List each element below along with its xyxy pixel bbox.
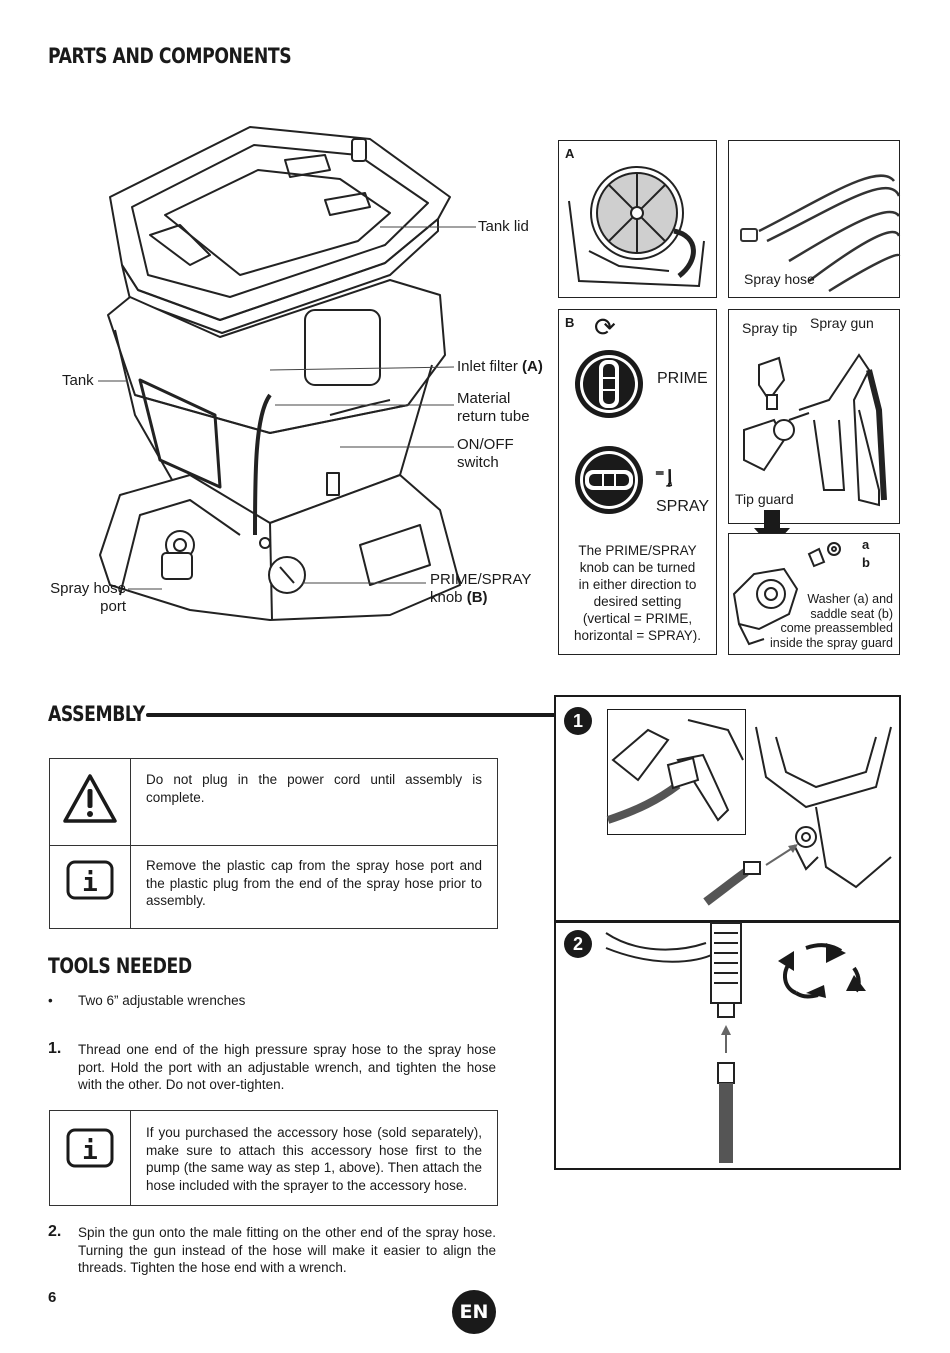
step-illustrations-box: 1 2 <box>554 695 901 1170</box>
label-onoff-switch: ON/OFF switch <box>457 436 514 471</box>
assembly-title: ASSEMBLY <box>48 702 145 726</box>
label-spray-hose: Spray hose <box>744 271 815 287</box>
notice-table: Do not plug in the power cord until asse… <box>49 758 498 929</box>
step1-inset <box>606 709 746 835</box>
spray-gun-illustration <box>743 353 887 507</box>
svg-text:i: i <box>82 868 98 898</box>
hose-port-illustration <box>703 726 892 906</box>
tools-bullet: • <box>48 993 53 1008</box>
step-badge-2: 2 <box>564 930 592 958</box>
label-b: b <box>862 555 870 570</box>
tip-guard-washer-illustration <box>732 542 841 646</box>
panel-b-letter: B <box>565 315 575 330</box>
sprayer-illustration <box>98 126 476 621</box>
tools-bullet-text: Two 6” adjustable wrenches <box>78 993 246 1008</box>
washer-note: Washer (a) and saddle seat (b) come prea… <box>770 592 893 650</box>
parts-title: PARTS AND COMPONENTS <box>48 44 292 68</box>
label-spray-gun: Spray gun <box>810 315 874 331</box>
knob-note: The PRIME/SPRAY knob can be turned in ei… <box>574 543 701 643</box>
panel-b-knob: B ⟳ PRIME ⁼ٳ SPRAY The PRIME/SPRAY knob … <box>558 309 717 655</box>
label-inlet-filter: Inlet filter (A) <box>457 358 543 375</box>
step2-text: Spin the gun onto the male fitting on th… <box>78 1225 496 1275</box>
label-tank: Tank <box>62 372 94 389</box>
assembly-rule <box>146 713 556 717</box>
label-tank-lid: Tank lid <box>478 218 529 235</box>
panel-a-letter: A <box>565 146 575 161</box>
label-tip-guard: Tip guard <box>735 491 794 507</box>
info-icon: i <box>66 1128 114 1168</box>
label-spray: SPRAY <box>656 498 710 515</box>
rotate-icon: ⟳ <box>594 312 616 342</box>
prime-knob-icon <box>575 350 643 418</box>
spray-knob-icon <box>575 446 643 514</box>
language-badge: EN <box>452 1290 496 1334</box>
info-icon: i <box>66 860 114 900</box>
label-a: a <box>862 537 870 552</box>
step-badge-1: 1 <box>564 707 592 735</box>
wrench-illustration <box>606 719 744 824</box>
info2-text: If you purchased the accessory hose (sol… <box>146 1125 482 1193</box>
label-prime: PRIME <box>657 370 708 387</box>
panel-washer: a b Washer (a) and saddle seat (b) come … <box>728 533 900 655</box>
gun-thread-illustration <box>605 922 866 1163</box>
info-table-2: i If you purchased the accessory hose (s… <box>49 1110 498 1206</box>
spray-hose-illustration <box>740 174 901 293</box>
step1-number: 1. <box>48 1040 62 1057</box>
panel-spray-gun: Spray tip Spray gun Tip guard <box>728 309 900 524</box>
tools-title: TOOLS NEEDED <box>48 954 192 978</box>
label-material-return-tube: Material return tube <box>457 390 530 425</box>
panel-a-inlet-filter: A <box>558 140 717 298</box>
spray-gun-small-icon: ⁼ٳ <box>655 466 676 486</box>
label-spray-hose-port: Spray hose port <box>50 580 126 615</box>
step2-number: 2. <box>48 1223 62 1240</box>
label-prime-spray-knob: PRIME/SPRAY knob (B) <box>430 571 532 606</box>
panel-spray-hose: Spray hose <box>728 140 901 298</box>
warning-text: Do not plug in the power cord until asse… <box>146 772 482 805</box>
page-number: 6 <box>48 1289 57 1306</box>
warning-icon <box>63 774 117 823</box>
info-text: Remove the plastic cap from the spray ho… <box>146 858 482 908</box>
label-spray-tip: Spray tip <box>742 320 798 336</box>
inlet-filter-illustration <box>568 166 705 288</box>
step1-text: Thread one end of the high pressure spra… <box>78 1042 496 1092</box>
svg-text:i: i <box>82 1136 98 1166</box>
